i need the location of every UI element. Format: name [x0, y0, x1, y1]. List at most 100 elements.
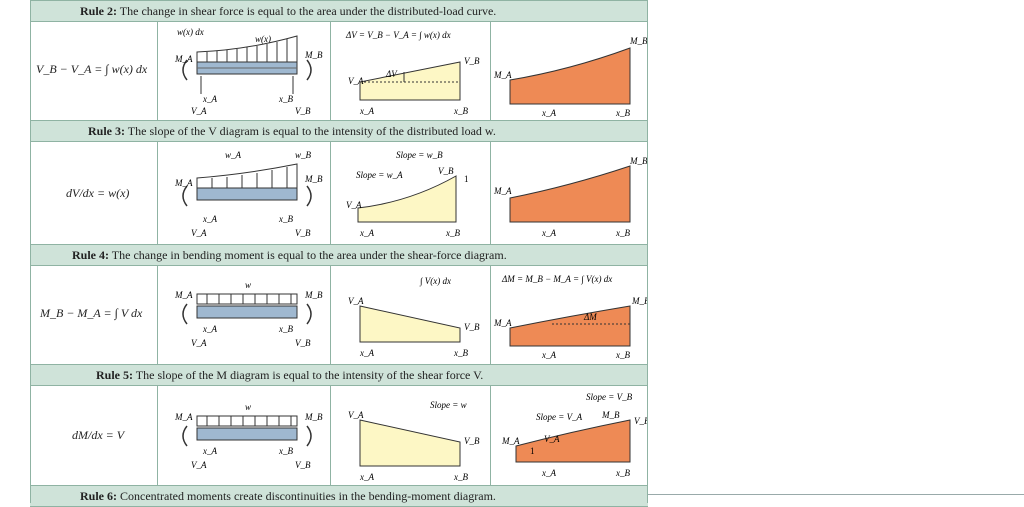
row5-moment-VA: V_A: [544, 434, 560, 444]
row2-VA: V_A: [191, 106, 207, 116]
row5-shear-cell: Slope = w V_A V_B x_A x_B: [330, 386, 490, 485]
rule-2-number: Rule 2:: [80, 4, 117, 18]
row3-shear-xB: x_B: [445, 228, 460, 238]
row2-MA: M_A: [174, 54, 193, 64]
rule-2-text: The change in shear force is equal to th…: [117, 4, 497, 18]
row2-moment-xB: x_B: [615, 108, 630, 118]
row5-moment-xB: x_B: [615, 468, 630, 478]
row3-moment-MA: M_A: [493, 186, 512, 196]
row4-shear-VA: V_A: [348, 296, 364, 306]
row3-moment-xB: x_B: [615, 228, 630, 238]
row5-shear-VB: V_B: [464, 436, 480, 446]
rules-table: Rule 2: The change in shear force is equ…: [30, 0, 648, 507]
row4-moment-MB: M_B: [631, 296, 647, 306]
row3-MB: M_B: [304, 174, 323, 184]
row5-w: w: [245, 402, 251, 412]
row3-one: 1: [464, 174, 469, 184]
row3-VA: V_A: [191, 228, 207, 238]
row3-moment-xA: x_A: [541, 228, 556, 238]
row4-formula: M_B − M_A = ∫ V dx: [40, 306, 143, 320]
row4-moment-diagram: ΔM = M_B − M_A = ∫ V(x) dx ΔM M_A M_B x_…: [493, 274, 647, 360]
row2-xA: x_A: [202, 94, 217, 104]
row3-moment-cell: M_A M_B x_A x_B: [490, 142, 647, 244]
row4-moment-MA: M_A: [493, 318, 512, 328]
row2-load-fn: w(x): [255, 34, 271, 44]
row3-MA: M_A: [174, 178, 193, 188]
row2-moment-MB: M_B: [629, 36, 647, 46]
row5-moment-cell: Slope = V_B Slope = V_A M_A M_B V_B V_A …: [490, 386, 647, 485]
row5-shear-VA: V_A: [348, 410, 364, 420]
page-divider: [648, 494, 1024, 495]
row4-moment-eq: ΔM = M_B − M_A = ∫ V(x) dx: [501, 274, 612, 285]
row2-MB: M_B: [304, 50, 323, 60]
row2-VB: V_B: [295, 106, 311, 116]
row3-shear-xA: x_A: [359, 228, 374, 238]
row3-shear-diagram: Slope = w_B Slope = w_A V_A V_B 1 x_A x_…: [346, 150, 469, 238]
row4-shear-xA: x_A: [359, 348, 374, 358]
rule-6-header: Rule 6: Concentrated moments create disc…: [30, 485, 648, 507]
row5-formula-cell: dM/dx = V: [30, 386, 157, 485]
row4-MA: M_A: [174, 290, 193, 300]
row4-VA: V_A: [191, 338, 207, 348]
row5-moment-diagram: Slope = V_B Slope = V_A M_A M_B V_B V_A …: [501, 392, 647, 478]
row3-shear-cell: Slope = w_B Slope = w_A V_A V_B 1 x_A x_…: [330, 142, 490, 244]
row5-beam-diagram: w M_A M_B x_A x_B V_A V_B: [174, 402, 323, 470]
row2-formula: V_B − V_A = ∫ w(x) dx: [36, 62, 148, 76]
row2-moment-diagram: M_A M_B x_A x_B: [493, 36, 647, 118]
row4-w: w: [245, 280, 251, 290]
row4-dM: ΔM: [583, 312, 597, 322]
row4-VB: V_B: [295, 338, 311, 348]
row5-MB: M_B: [304, 412, 323, 422]
row4-shear-diagram: ∫ V(x) dx V_A V_B x_A x_B: [348, 276, 480, 358]
row2-moment-cell: M_A M_B x_A x_B: [490, 22, 647, 120]
row2-load-label: w(x) dx: [177, 27, 204, 37]
row2-formula-cell: V_B − V_A = ∫ w(x) dx: [30, 22, 157, 120]
row4-moment-xA: x_A: [541, 350, 556, 360]
row3-beam-cell: w_A w_B M_A M_B x_A x_B V_A V_B: [157, 142, 330, 244]
rule-4-number: Rule 4:: [72, 248, 109, 262]
rule-5-text: The slope of the M diagram is equal to t…: [133, 368, 484, 382]
row3-moment-MB: M_B: [629, 156, 647, 166]
row2-xB: x_B: [278, 94, 293, 104]
row5-formula: dM/dx = V: [72, 428, 125, 442]
row4-xA: x_A: [202, 324, 217, 334]
row5-slope-A: Slope = V_A: [536, 412, 583, 422]
row5-slope-B: Slope = V_B: [586, 392, 633, 402]
row5-xB: x_B: [278, 446, 293, 456]
row2-shear-VA: V_A: [348, 76, 364, 86]
rule-6-number: Rule 6:: [80, 489, 117, 503]
row2-shear-VB: V_B: [464, 56, 480, 66]
row2-moment-xA: x_A: [541, 108, 556, 118]
row2-beam-cell: w(x) dx w(x) M_A M_B x_A x_B V_A V_B: [157, 22, 330, 120]
row3-formula-cell: dV/dx = w(x): [30, 142, 157, 244]
row3-beam-diagram: w_A w_B M_A M_B x_A x_B V_A V_B: [174, 150, 323, 238]
row2-dV: ΔV: [385, 69, 398, 79]
rule-3-text: The slope of the V diagram is equal to t…: [125, 124, 496, 138]
row3-xB: x_B: [278, 214, 293, 224]
row3-moment-diagram: M_A M_B x_A x_B: [493, 156, 647, 238]
row5-moment-MB: M_B: [601, 410, 620, 420]
row5-beam-cell: w M_A M_B x_A x_B V_A V_B: [157, 386, 330, 485]
row4-MB: M_B: [304, 290, 323, 300]
rule-2-header: Rule 2: The change in shear force is equ…: [30, 0, 648, 22]
row5-moment-xA: x_A: [541, 468, 556, 478]
row4-shear-cell: ∫ V(x) dx V_A V_B x_A x_B: [330, 266, 490, 364]
row4-formula-cell: M_B − M_A = ∫ V dx: [30, 266, 157, 364]
rule-3-header: Rule 3: The slope of the V diagram is eq…: [30, 120, 648, 142]
row4-moment-xB: x_B: [615, 350, 630, 360]
row5-xA: x_A: [202, 446, 217, 456]
rule-5-number: Rule 5:: [96, 368, 133, 382]
row3-wA: w_A: [225, 150, 242, 160]
row2-shear-xA: x_A: [359, 106, 374, 116]
row5-shear-diagram: Slope = w V_A V_B x_A x_B: [348, 400, 480, 482]
row2-shear-xB: x_B: [453, 106, 468, 116]
row5-MA: M_A: [174, 412, 193, 422]
row2-beam-diagram: w(x) dx w(x) M_A M_B x_A x_B V_A V_B: [174, 27, 323, 116]
row3-wB: w_B: [295, 150, 312, 160]
row5-slope-w: Slope = w: [430, 400, 467, 410]
row4-shear-VB: V_B: [464, 322, 480, 332]
rule-4-text: The change in bending moment is equal to…: [109, 248, 507, 262]
rule-3-number: Rule 3:: [88, 124, 125, 138]
row2-shear-eq: ΔV = V_B − V_A = ∫ w(x) dx: [345, 30, 451, 41]
row5-moment-MA: M_A: [501, 436, 520, 446]
